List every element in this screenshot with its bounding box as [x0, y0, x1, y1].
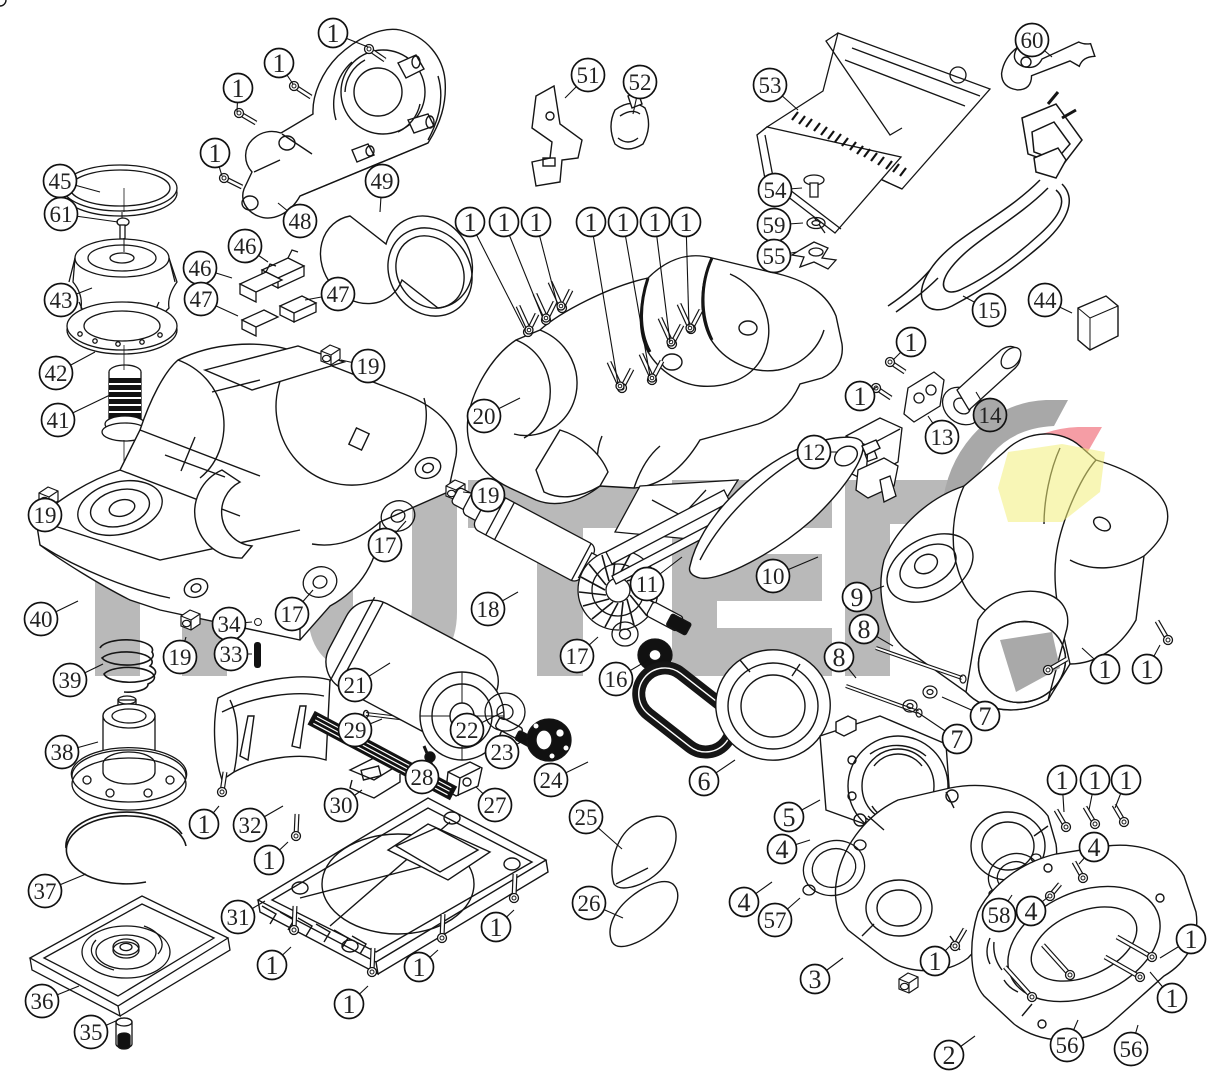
svg-text:20: 20	[473, 404, 496, 429]
svg-text:1: 1	[273, 49, 286, 78]
svg-text:1: 1	[1056, 766, 1069, 795]
svg-text:43: 43	[50, 288, 73, 313]
svg-text:1: 1	[1120, 766, 1133, 795]
svg-text:3: 3	[809, 965, 822, 994]
svg-text:47: 47	[190, 287, 213, 312]
svg-text:32: 32	[239, 813, 262, 838]
svg-text:31: 31	[227, 905, 250, 930]
svg-text:34: 34	[218, 612, 242, 637]
svg-text:61: 61	[50, 202, 73, 227]
svg-text:39: 39	[59, 668, 82, 693]
svg-text:54: 54	[764, 178, 788, 203]
svg-text:4: 4	[776, 835, 789, 864]
svg-text:1: 1	[1141, 655, 1154, 684]
svg-text:48: 48	[289, 209, 312, 234]
svg-text:8: 8	[833, 643, 846, 672]
svg-text:1: 1	[905, 328, 918, 357]
svg-text:38: 38	[51, 740, 74, 765]
svg-text:19: 19	[477, 483, 500, 508]
svg-text:5: 5	[783, 803, 796, 832]
svg-text:17: 17	[374, 533, 397, 558]
svg-text:57: 57	[764, 908, 787, 933]
svg-text:29: 29	[344, 718, 367, 743]
svg-text:19: 19	[169, 645, 192, 670]
svg-text:1: 1	[680, 208, 693, 237]
svg-text:1: 1	[209, 139, 222, 168]
svg-text:58: 58	[988, 903, 1011, 928]
svg-text:6: 6	[698, 767, 711, 796]
svg-text:37: 37	[34, 879, 57, 904]
svg-text:1: 1	[464, 208, 477, 237]
svg-text:1: 1	[649, 208, 662, 237]
svg-text:24: 24	[540, 768, 564, 793]
svg-text:11: 11	[636, 572, 658, 597]
svg-text:1: 1	[1185, 925, 1198, 954]
svg-text:1: 1	[413, 953, 426, 982]
svg-text:1: 1	[929, 947, 942, 976]
svg-text:27: 27	[484, 793, 507, 818]
svg-text:7: 7	[979, 702, 992, 731]
svg-text:28: 28	[411, 765, 434, 790]
svg-text:60: 60	[1021, 28, 1044, 53]
svg-text:56: 56	[1120, 1037, 1143, 1062]
svg-text:21: 21	[344, 673, 367, 698]
svg-text:59: 59	[763, 213, 786, 238]
svg-text:14: 14	[979, 403, 1003, 428]
svg-text:1: 1	[266, 951, 279, 980]
svg-text:1: 1	[530, 208, 543, 237]
svg-text:47: 47	[327, 282, 350, 307]
svg-text:8: 8	[858, 615, 871, 644]
svg-text:18: 18	[477, 597, 500, 622]
svg-text:15: 15	[978, 298, 1001, 323]
svg-text:56: 56	[1056, 1033, 1079, 1058]
svg-text:19: 19	[357, 354, 380, 379]
svg-text:35: 35	[80, 1020, 103, 1045]
svg-text:1: 1	[1099, 655, 1112, 684]
svg-text:55: 55	[763, 244, 786, 269]
svg-text:41: 41	[47, 408, 70, 433]
svg-text:30: 30	[330, 793, 353, 818]
svg-text:17: 17	[566, 644, 589, 669]
svg-text:40: 40	[30, 607, 53, 632]
svg-text:9: 9	[851, 583, 864, 612]
svg-text:1: 1	[1089, 766, 1102, 795]
svg-text:1: 1	[490, 913, 503, 942]
svg-text:1: 1	[263, 846, 276, 875]
svg-text:44: 44	[1034, 288, 1058, 313]
svg-text:23: 23	[491, 740, 514, 765]
svg-text:46: 46	[189, 256, 212, 281]
svg-text:46: 46	[234, 234, 257, 259]
svg-text:53: 53	[759, 73, 782, 98]
svg-text:1: 1	[198, 810, 211, 839]
svg-text:10: 10	[762, 564, 785, 589]
svg-text:45: 45	[49, 169, 72, 194]
svg-text:4: 4	[1025, 897, 1038, 926]
svg-text:1: 1	[498, 208, 511, 237]
svg-text:4: 4	[738, 888, 751, 917]
svg-text:1: 1	[232, 74, 245, 103]
svg-text:33: 33	[220, 642, 243, 667]
svg-text:4: 4	[1088, 833, 1101, 862]
svg-text:19: 19	[34, 503, 57, 528]
svg-text:1: 1	[585, 208, 598, 237]
svg-text:1: 1	[854, 382, 867, 411]
svg-text:2: 2	[943, 1041, 956, 1070]
svg-text:17: 17	[281, 602, 304, 627]
svg-text:52: 52	[629, 70, 652, 95]
svg-text:36: 36	[31, 989, 54, 1014]
svg-text:12: 12	[803, 440, 826, 465]
svg-text:7: 7	[951, 725, 964, 754]
svg-text:13: 13	[931, 425, 954, 450]
svg-text:49: 49	[371, 169, 394, 194]
svg-text:1: 1	[617, 208, 630, 237]
svg-text:22: 22	[456, 718, 479, 743]
svg-text:1: 1	[343, 990, 356, 1019]
svg-text:26: 26	[578, 891, 601, 916]
svg-text:16: 16	[605, 667, 628, 692]
svg-text:25: 25	[575, 805, 598, 830]
svg-text:1: 1	[1166, 984, 1179, 1013]
svg-text:1: 1	[327, 19, 340, 48]
svg-text:51: 51	[577, 63, 600, 88]
svg-text:42: 42	[45, 361, 68, 386]
